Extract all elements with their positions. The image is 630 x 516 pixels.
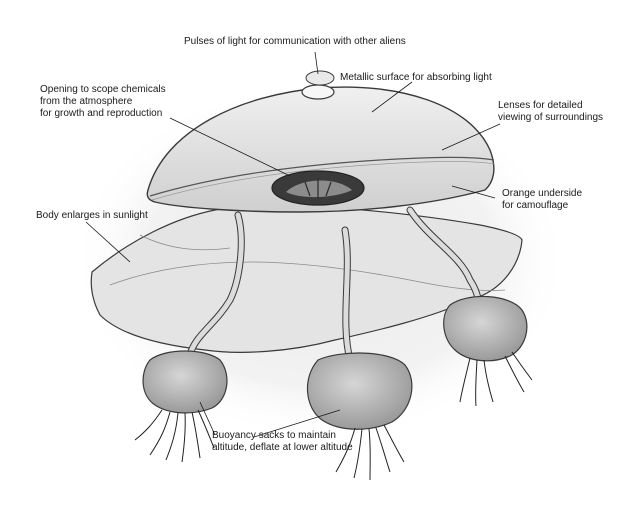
label-chemical-opening: Opening to scope chemicals from the atmo… (40, 84, 166, 119)
leader-lines (85, 51, 501, 438)
label-metallic-surface: Metallic surface for absorbing light (340, 72, 492, 83)
tendrils-left (134, 409, 215, 463)
body-skirt-fold (109, 261, 506, 291)
buoyancy-sack-right (443, 295, 528, 362)
tendrils-right (459, 351, 533, 407)
chemical-opening-inner (286, 180, 352, 198)
lens-band (149, 156, 495, 197)
label-light-pulses: Pulses of light for communication with o… (184, 36, 406, 47)
label-buoyancy-sacks: Buoyancy sacks to maintain altitude, def… (212, 430, 353, 453)
lens-band-inner (151, 160, 495, 201)
body-skirt-fold-2 (139, 234, 231, 251)
buoyancy-sack-left (142, 350, 228, 414)
label-lenses: Lenses for detailed viewing of surroundi… (498, 100, 604, 123)
light-pulse-emitter-top (305, 70, 335, 86)
label-orange-underside: Orange underside for camouflage (502, 188, 583, 211)
light-pulse-emitter (301, 84, 335, 100)
label-body-enlarges: Body enlarges in sunlight (36, 210, 148, 221)
tendrils-middle (335, 424, 405, 481)
opening-ribs (304, 178, 332, 198)
buoyancy-sack-middle (306, 352, 413, 430)
